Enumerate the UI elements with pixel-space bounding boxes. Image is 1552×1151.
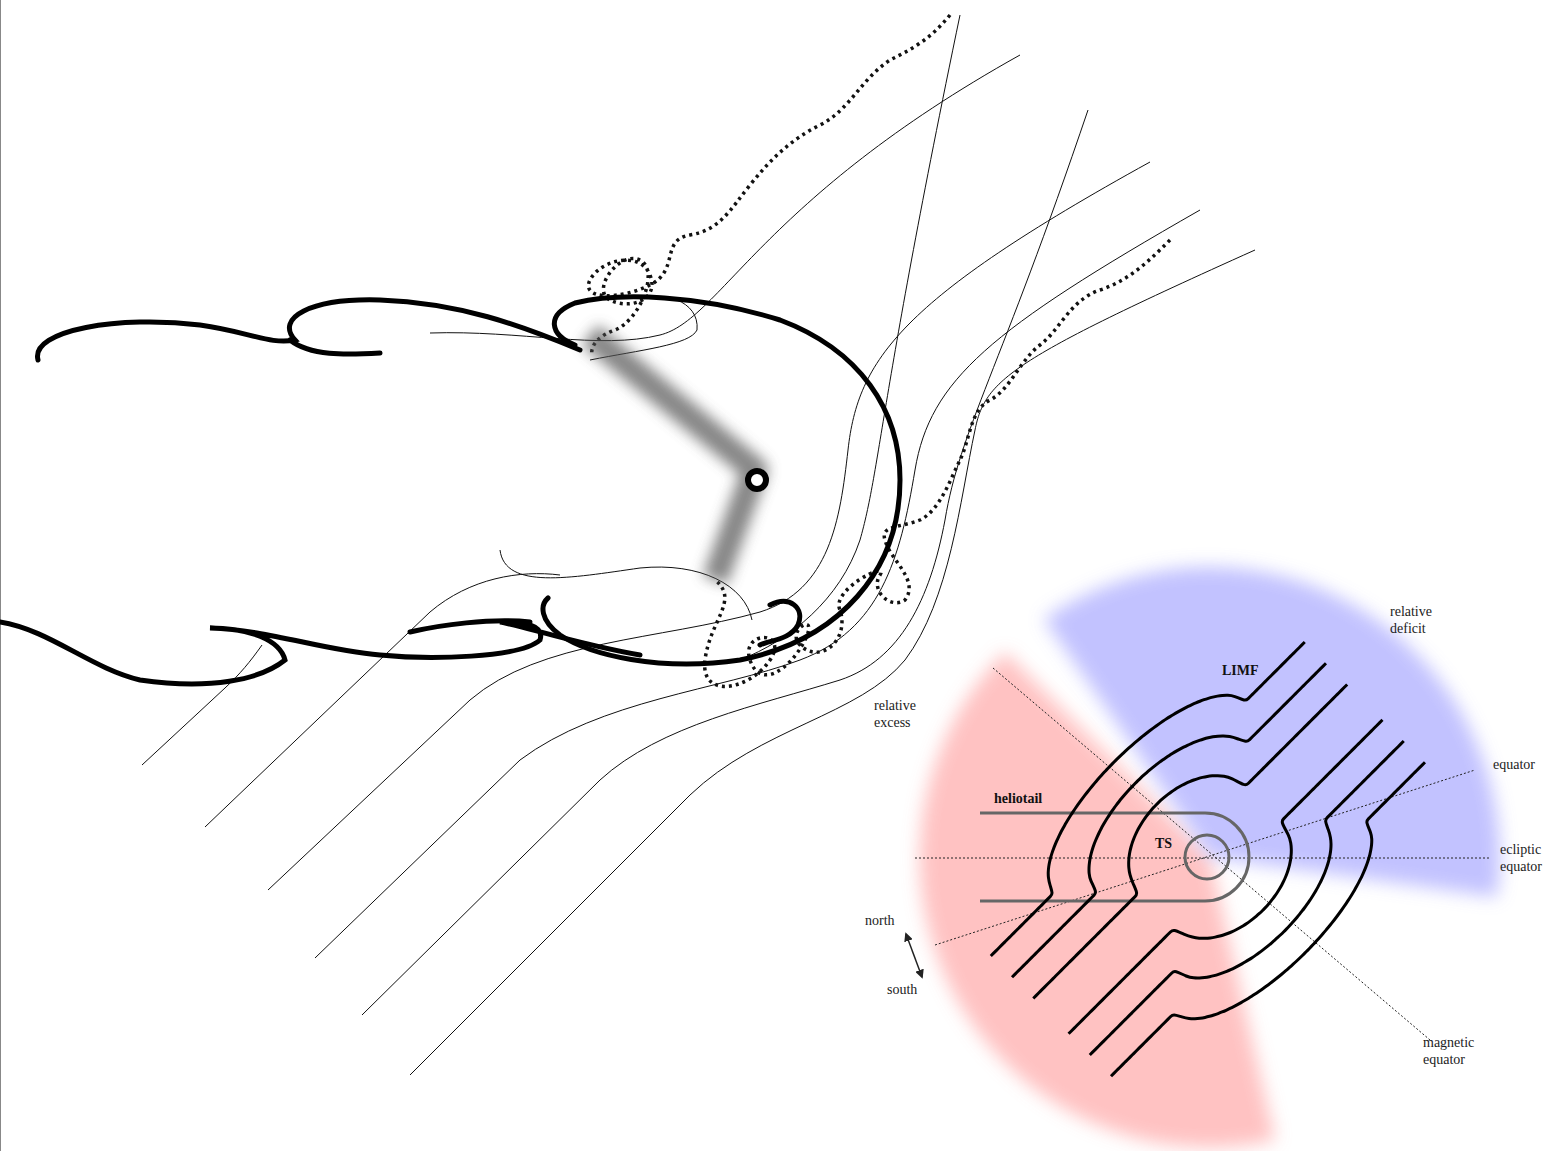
north-south-arrow	[906, 934, 922, 977]
equator-lines	[915, 668, 1490, 1040]
annotation-label: north	[865, 912, 915, 929]
annotation-label: TS	[1155, 835, 1185, 852]
heliotail-outline	[980, 813, 1249, 901]
annotation-label: magnetic equator	[1423, 1034, 1485, 1068]
limf-line	[1111, 762, 1425, 1076]
dotted-field-lines	[588, 15, 1170, 686]
limf-line	[1090, 741, 1404, 1055]
limf-line	[1033, 684, 1347, 998]
annotation-label: LIMF	[1222, 662, 1282, 679]
annotation-label: equator	[1493, 756, 1552, 773]
sun-symbol	[748, 471, 766, 489]
limf-lines	[991, 642, 1425, 1076]
annotation-label: south	[887, 981, 937, 998]
limf-line	[991, 642, 1305, 956]
annotation-label: relative excess	[874, 697, 936, 731]
annotation-label: relative deficit	[1390, 603, 1448, 637]
annotation-label: heliotail	[994, 790, 1074, 807]
deficit-wedge	[1044, 567, 1500, 897]
limf-line	[1012, 663, 1326, 977]
shaded-wedge	[590, 335, 755, 580]
frame-edge	[0, 0, 1, 1151]
field-lines	[142, 15, 1255, 1075]
limf-line	[1069, 720, 1383, 1034]
annotation-label: ecliptic equator	[1500, 841, 1552, 875]
heliopause	[0, 297, 900, 684]
